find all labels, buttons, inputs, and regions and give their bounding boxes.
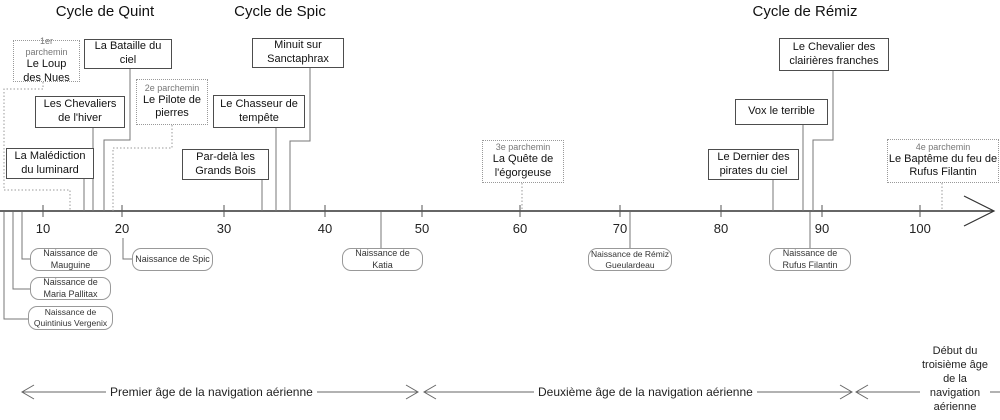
birth-naissance-de-remiz-gueulardeau: Naissance de Rémiz Gueulardeau [588,248,672,271]
book-le-dernier-des-pirates-du-ciel: Le Dernier des pirates du ciel [708,149,799,180]
birth-connectors [3,212,811,320]
connector-minuit [289,68,311,211]
axis-tick-label-20: 20 [114,221,130,236]
connector-birth-maria [12,212,30,290]
book-title: La Bataille du ciel [94,40,162,66]
age-span-premier: Premier âge de la navigation aérienne [106,385,317,399]
book-par-dela-les-grands-bois: Par-delà les Grands Bois [182,149,269,180]
book-vox-le-terrible: Vox le terrible [735,99,828,125]
connector-birth-spic [122,238,132,260]
birth-naissance-de-mauguine: Naissance de Mauguine [30,248,111,271]
birth-naissance-de-katia: Naissance de Katia [342,248,423,271]
book-le-loup-des-nues: 1er parchemin Le Loup des Nues [13,36,80,84]
axis-tick-label-50: 50 [414,221,430,236]
axis-arrowhead-icon [963,195,996,227]
parchment-connectors [3,82,943,211]
arrow-right-icon [839,384,853,400]
axis-tick-label-60: 60 [512,221,528,236]
axis-tick-label-10: 10 [35,221,51,236]
arrow-left-icon [423,384,437,400]
book-title: Le Chevalier des clairières franches [789,40,879,67]
arrow-left-icon [855,384,869,400]
age-span-debut-troisieme: Début du troisième âge de la navigation … [920,345,990,415]
axis-tick-label-30: 30 [216,221,232,236]
connector-birth-mauguine [21,212,30,260]
axis-tick-label-70: 70 [612,221,628,236]
axis-tick-label-40: 40 [317,221,333,236]
book-title: Les Chevaliers de l'hiver [43,98,117,124]
book-title: Le Dernier des pirates du ciel [717,150,790,177]
cycle-title-spic: Cycle de Spic [234,3,326,20]
connector-birth-quintinius [3,212,28,320]
parchment-label: 3e parchemin [495,142,551,153]
book-title: La Quête de l'égorgeuse [492,153,554,179]
book-title: Vox le terrible [748,105,815,118]
arrow-left-icon [21,384,35,400]
connector-clairieres [812,71,834,211]
axis-tick-marks [42,205,921,217]
axis-tick-label-90: 90 [814,221,830,236]
birth-naissance-de-rufus-filantin: Naissance de Rufus Filantin [769,248,851,271]
book-la-malediction-du-luminard: La Malédiction du luminard [6,148,94,179]
book-le-chevalier-des-clairieres-franches: Le Chevalier des clairières franches [779,38,889,71]
book-title: Minuit sur Sanctaphrax [267,39,329,65]
book-le-pilote-de-pierres: 2e parchemin Le Pilote de pierres [136,79,208,125]
arrow-right-icon [405,384,419,400]
birth-naissance-de-spic: Naissance de Spic [132,248,213,271]
parchment-label: 2e parchemin [144,82,200,93]
book-le-bapteme-du-feu-de-rufus-filantin: 4e parchemin Le Baptême du feu de Rufus … [887,139,999,183]
book-title: La Malédiction du luminard [14,149,86,176]
parchment-label: 1er parchemin [25,36,68,58]
age-span-deuxieme: Deuxième âge de la navigation aérienne [534,385,757,399]
book-title: Le Loup des Nues [23,58,70,84]
book-les-chevaliers-de-lhiver: Les Chevaliers de l'hiver [35,96,125,128]
book-la-bataille-du-ciel: La Bataille du ciel [84,39,172,69]
book-title: Par-delà les Grands Bois [195,150,256,177]
birth-naissance-de-quintinius-vergenix: Naissance de Quintinius Vergenix [28,306,113,330]
book-title: Le Chasseur de tempête [220,97,298,124]
birth-naissance-de-maria-pallitax: Naissance de Maria Pallitax [30,277,111,300]
book-la-quete-de-legorgeuse: 3e parchemin La Quête de l'égorgeuse [482,140,564,183]
book-connectors [83,68,834,211]
book-le-chasseur-de-tempete: Le Chasseur de tempête [213,95,305,128]
book-title: Le Baptême du feu de Rufus Filantin [888,152,998,179]
parchment-label: 4e parchemin [915,141,971,152]
connector-bataille [103,69,131,211]
book-minuit-sur-sanctaphrax: Minuit sur Sanctaphrax [252,38,344,68]
cycle-title-quint: Cycle de Quint [55,3,155,20]
book-title: Le Pilote de pierres [142,93,202,120]
cycle-title-remiz: Cycle de Rémiz [752,3,858,20]
axis-tick-label-100: 100 [909,221,931,236]
axis-tick-label-80: 80 [713,221,729,236]
connector-pilote [112,125,173,211]
